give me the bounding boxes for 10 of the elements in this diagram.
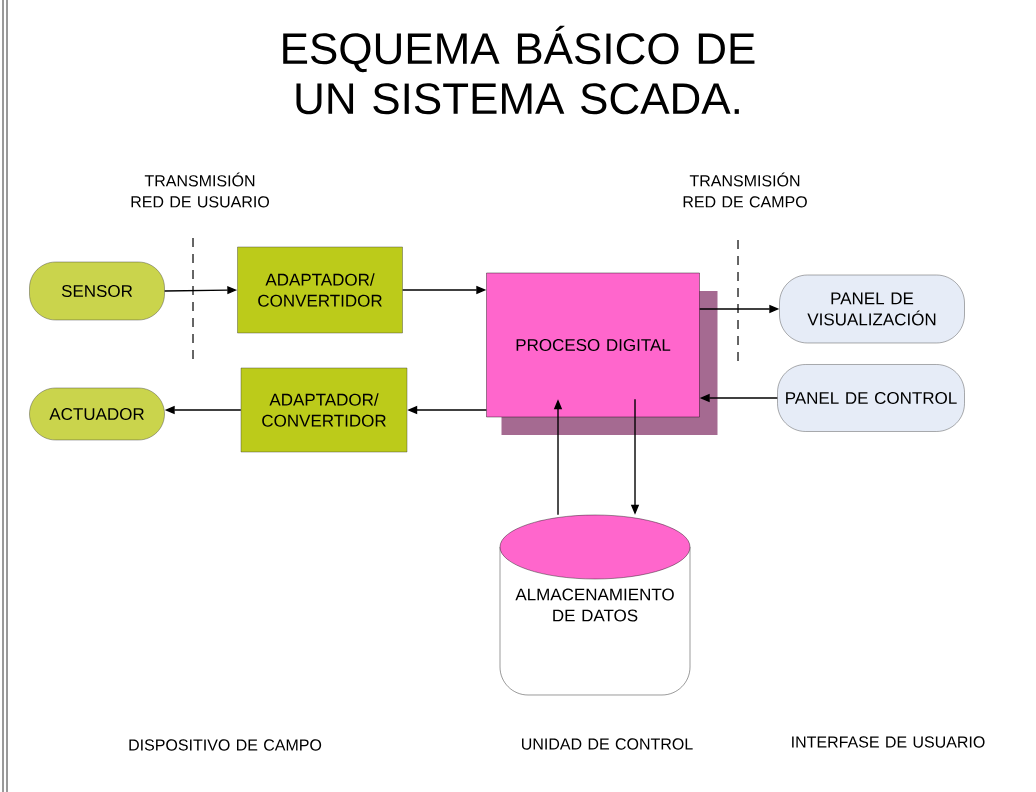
process-box: PROCESO DIGITAL	[486, 272, 718, 435]
converter-box: ADAPTADOR/ CONVERTIDOR	[240, 367, 408, 453]
section-label: TRANSMISIÓN RED DE CAMPO	[683, 172, 807, 208]
section-label: UNIDAD DE CONTROL	[522, 738, 693, 750]
database-cylinder: ALMACENAMIENTO DE DATOS	[499, 514, 691, 696]
section-label: TRANSMISIÓN RED DE USUARIO	[131, 172, 269, 208]
section-label: INTERFASE DE USUARIO	[792, 736, 985, 748]
section-label: DISPOSITIVO DE CAMPO	[129, 739, 322, 751]
title: ESQUEMA BÁSICO DE UN SISTEMA SCADA.	[283, 25, 755, 115]
converter-box: ADAPTADOR/ CONVERTIDOR	[237, 246, 403, 334]
